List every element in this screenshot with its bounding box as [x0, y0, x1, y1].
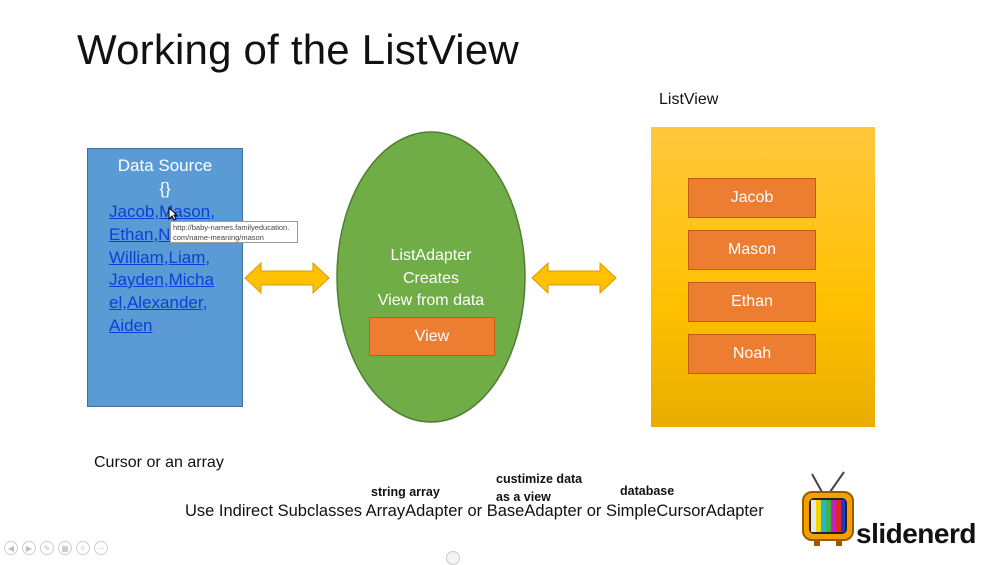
mouse-pointer-icon — [168, 207, 178, 221]
slidenerd-tv-logo-icon — [802, 471, 854, 546]
name-link-william[interactable]: William — [109, 248, 164, 267]
name-link-jacob[interactable]: Jacob — [109, 202, 155, 221]
adapter-subclasses-line: Use Indirect Subclasses ArrayAdapter or … — [185, 502, 764, 520]
name-link-noah[interactable]: N — [158, 225, 171, 244]
tooltip-url-line-2: com/name-meaning/mason — [173, 233, 264, 242]
listview-caption: ListView — [659, 91, 719, 108]
previous-icon[interactable]: ◀ — [4, 541, 18, 555]
data-source-box — [87, 148, 243, 407]
slide-progress-indicator — [446, 551, 460, 565]
adapter-line-2: Creates — [402, 270, 460, 287]
pen-icon[interactable]: ✎ — [40, 541, 54, 555]
slideshow-toolbar: ◀ ▶ ✎ ▦ ⌕ ⋯ — [0, 539, 108, 557]
names-line-5: el,Alexander, — [109, 293, 208, 312]
names-line-1: Jacob,Mason, — [109, 202, 215, 221]
name-link-michael-part2[interactable]: el — [109, 293, 123, 312]
view-box: View — [369, 317, 495, 356]
data-source-title: Data Source — [117, 156, 213, 175]
names-line-2: Ethan,N — [109, 225, 171, 244]
name-link-ethan[interactable]: Ethan — [109, 225, 154, 244]
tooltip-url-line-1: http://baby-names.familyeducation. — [173, 223, 290, 232]
data-source-braces: {} — [159, 179, 171, 198]
names-line-4: Jayden,Micha — [109, 270, 214, 289]
names-line-3: William,Liam, — [109, 248, 211, 267]
next-icon[interactable]: ▶ — [22, 541, 36, 555]
name-link-alexander[interactable]: Alexander — [126, 293, 203, 312]
note-customize-line-1: custimize data — [496, 472, 583, 486]
slide-title: Working of the ListView — [77, 26, 519, 73]
double-arrow-left-icon — [244, 261, 330, 295]
adapter-line-3: View from data — [377, 292, 485, 309]
slidenerd-logo-text: slidenerd — [856, 518, 976, 549]
name-link-michael-part1[interactable]: Micha — [168, 270, 214, 289]
link-tooltip: http://baby-names.familyeducation. com/n… — [170, 221, 298, 243]
name-link-jayden[interactable]: Jayden — [109, 270, 164, 289]
listview-item-mason[interactable]: Mason — [688, 230, 816, 270]
listview-item-jacob[interactable]: Jacob — [688, 178, 816, 218]
adapter-line-1: ListAdapter — [390, 247, 472, 264]
zoom-icon[interactable]: ⌕ — [76, 541, 90, 555]
listview-item-noah[interactable]: Noah — [688, 334, 816, 374]
slides-icon[interactable]: ▦ — [58, 541, 72, 555]
name-link-aiden[interactable]: Aiden — [109, 316, 153, 335]
name-link-mason[interactable]: Mason — [159, 202, 211, 221]
listview-item-ethan[interactable]: Ethan — [688, 282, 816, 322]
listview-panel — [651, 127, 875, 427]
note-database: database — [620, 484, 675, 498]
name-link-liam[interactable]: Liam — [168, 248, 206, 267]
more-icon[interactable]: ⋯ — [94, 541, 108, 555]
note-customize-line-2: as a view — [496, 490, 551, 504]
note-string-array: string array — [371, 485, 440, 499]
names-line-6: Aiden... — [109, 316, 167, 336]
ellipsis-text: ... — [152, 316, 167, 335]
double-arrow-right-icon — [531, 261, 617, 295]
cursor-or-array-caption: Cursor or an array — [94, 454, 224, 471]
